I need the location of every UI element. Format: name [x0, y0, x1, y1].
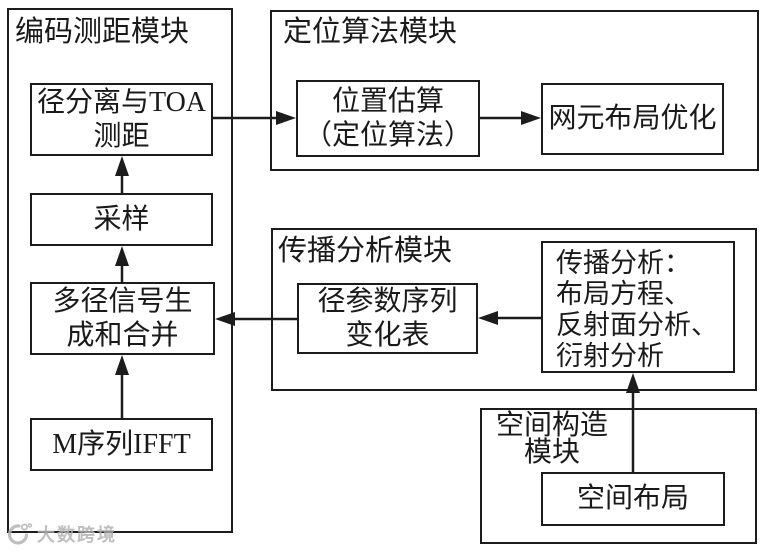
- node-label-line: 采样: [93, 203, 150, 235]
- watermark: 大数跨境: [3, 521, 117, 547]
- node-path-separation-toa: 径分离与TOA 测距: [30, 83, 213, 156]
- node-network-layout-optimization: 网元布局优化: [541, 83, 724, 155]
- node-label-line: 传播分析：: [556, 248, 691, 278]
- node-label-line: 变化表: [345, 319, 430, 351]
- node-propagation-detail: 传播分析： 布局方程、 反射面分析、 衍射分析: [541, 241, 735, 373]
- node-label-line: 空间布局: [576, 483, 689, 514]
- node-sampling: 采样: [30, 193, 213, 246]
- node-position-estimation: 位置估算 （定位算法）: [296, 80, 480, 157]
- node-label-line: 布局方程、: [556, 279, 691, 309]
- module-space-construction-title-line1: 空间构造: [495, 410, 608, 441]
- module-space-construction: [480, 408, 757, 544]
- node-label-line: 网元布局优化: [548, 103, 717, 134]
- node-path-parameter-table: 径参数序列 变化表: [297, 283, 478, 354]
- watermark-text: 大数跨境: [37, 525, 117, 545]
- node-label-line: 多径信号生: [52, 285, 193, 317]
- node-label-line: 位置估算: [331, 85, 444, 117]
- node-label-line: M序列IFFT: [52, 428, 191, 460]
- module-propagation-analysis: [271, 228, 757, 391]
- node-label-line: 径分离与TOA: [36, 86, 207, 118]
- node-label-line: 衍射分析: [556, 341, 664, 371]
- node-m-sequence-ifft: M序列IFFT: [30, 418, 213, 471]
- module-encode-ranging-title: 编码测距模块: [15, 16, 190, 48]
- node-multipath-signal: 多径信号生 成和合并: [30, 282, 215, 355]
- node-label-line: 成和合并: [66, 319, 179, 351]
- module-space-construction-title: 空间构造 模块: [486, 410, 618, 468]
- module-space-construction-title-line2: 模块: [523, 437, 580, 468]
- module-encode-ranging: [7, 8, 233, 533]
- module-positioning-algorithm-title: 定位算法模块: [283, 16, 458, 48]
- module-positioning-algorithm: [270, 10, 759, 171]
- watermark-logo-icon: [7, 522, 33, 544]
- node-label-line: 反射面分析、: [556, 310, 718, 340]
- module-propagation-analysis-title: 传播分析模块: [278, 235, 453, 267]
- node-space-layout: 空间布局: [541, 472, 725, 526]
- node-label-line: （定位算法）: [303, 119, 472, 151]
- node-label-line: 径参数序列: [317, 285, 458, 317]
- node-label-line: 测距: [93, 120, 150, 152]
